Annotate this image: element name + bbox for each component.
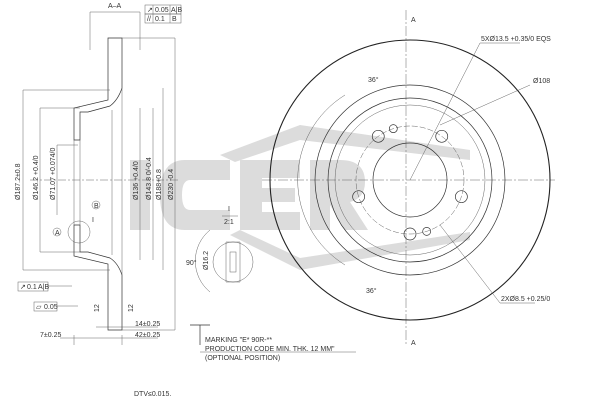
- bolt-hole: [403, 227, 417, 241]
- dim-d188: Ø188+0.8: [156, 169, 163, 200]
- dim-d71: Ø71.07 +0.074/0: [50, 148, 57, 200]
- svg-text:B: B: [172, 16, 177, 23]
- bolt-hole: [455, 190, 468, 204]
- svg-text:A: A: [411, 17, 416, 24]
- svg-text:0.05: 0.05: [44, 304, 58, 311]
- small-holes-label: 2XØ8.5 +0.25/0: [501, 296, 550, 303]
- svg-text:0.05: 0.05: [155, 7, 169, 14]
- marking-note-1: MARKING "E* 90R-**: [205, 337, 272, 344]
- bolt-hole: [352, 190, 365, 204]
- dim-d143: Ø143.8 0/-0.4: [146, 157, 153, 200]
- runout-icon: ↗: [147, 7, 153, 14]
- dim-d146: Ø146.2 +0.4/0: [33, 155, 40, 200]
- svg-text:2:1: 2:1: [224, 219, 234, 226]
- pcd-label: Ø108: [533, 78, 550, 85]
- datum-b-marker: [91, 200, 101, 210]
- bolt-hole: [371, 129, 385, 143]
- parallelism-icon: //: [147, 16, 151, 23]
- notes: MARKING "E* 90R-** PRODUCTION CODE MIN. …: [134, 324, 356, 398]
- datum-a-marker: [52, 227, 62, 237]
- marking-note-2: PRODUCTION CODE MIN. THK. 12 MM": [205, 346, 335, 353]
- dim-d136: Ø136 +0.4/0: [133, 161, 140, 200]
- svg-text:A: A: [55, 230, 60, 237]
- svg-text:0.1: 0.1: [27, 284, 37, 291]
- dtv-note: DTV≤0.015.: [134, 391, 171, 398]
- section-view: A–A ↗ // 0.05 A|B 0.1 B ↗ 0.1 A|B ▱ 0.05…: [15, 3, 182, 345]
- dim-d230: Ø230 -0.4: [168, 169, 175, 200]
- svg-text:I: I: [92, 217, 94, 224]
- angle-bottom: 36°: [366, 287, 377, 295]
- disc-outer-edge: [269, 39, 551, 321]
- svg-text:A: A: [411, 340, 416, 347]
- svg-text:Ø16.2: Ø16.2: [203, 251, 210, 270]
- locating-hole: [388, 124, 398, 133]
- svg-text:12: 12: [128, 304, 135, 312]
- section-profile-bottom: [73, 224, 123, 331]
- angle-top: 36°: [368, 76, 379, 84]
- locating-hole: [422, 227, 432, 236]
- marking-note-3: (OPTIONAL POSITION): [205, 355, 280, 362]
- svg-text:I: I: [228, 206, 230, 213]
- svg-text:90°: 90°: [186, 259, 197, 267]
- flatness-icon: ▱: [36, 304, 42, 311]
- tolerance-frame-top: ↗ // 0.05 A|B 0.1 B: [144, 4, 182, 24]
- dim-14: 14±0.25: [135, 321, 160, 328]
- dim-d187: Ø187.2±0.8: [15, 163, 22, 200]
- section-profile-top: [73, 37, 123, 141]
- svg-text:0.1: 0.1: [155, 16, 165, 23]
- holes-label: 5XØ13.5 +0.35/0 EQS: [481, 36, 551, 43]
- front-view: 36° 36° 5XØ13.5 +0.35/0 EQS Ø108 2XØ8.5 …: [262, 10, 555, 347]
- svg-text:B: B: [94, 203, 99, 210]
- dim-42: 42±0.25: [135, 332, 160, 339]
- center-bore: [372, 142, 448, 218]
- dim-7: 7±0.25: [40, 332, 61, 339]
- runout-icon: ↗: [20, 284, 26, 291]
- svg-text:12: 12: [94, 304, 101, 312]
- detail-view: I 2:1 90° Ø16.2: [186, 206, 254, 293]
- watermark-logo: [130, 125, 470, 270]
- section-title: A–A: [108, 3, 122, 10]
- detail-callout-circle: [67, 220, 91, 244]
- tolerance-frame-left: ↗ 0.1 A|B ▱ 0.05: [17, 281, 78, 312]
- svg-text:A|B: A|B: [38, 284, 49, 291]
- bolt-hole: [435, 129, 449, 143]
- svg-text:A|B: A|B: [171, 7, 182, 14]
